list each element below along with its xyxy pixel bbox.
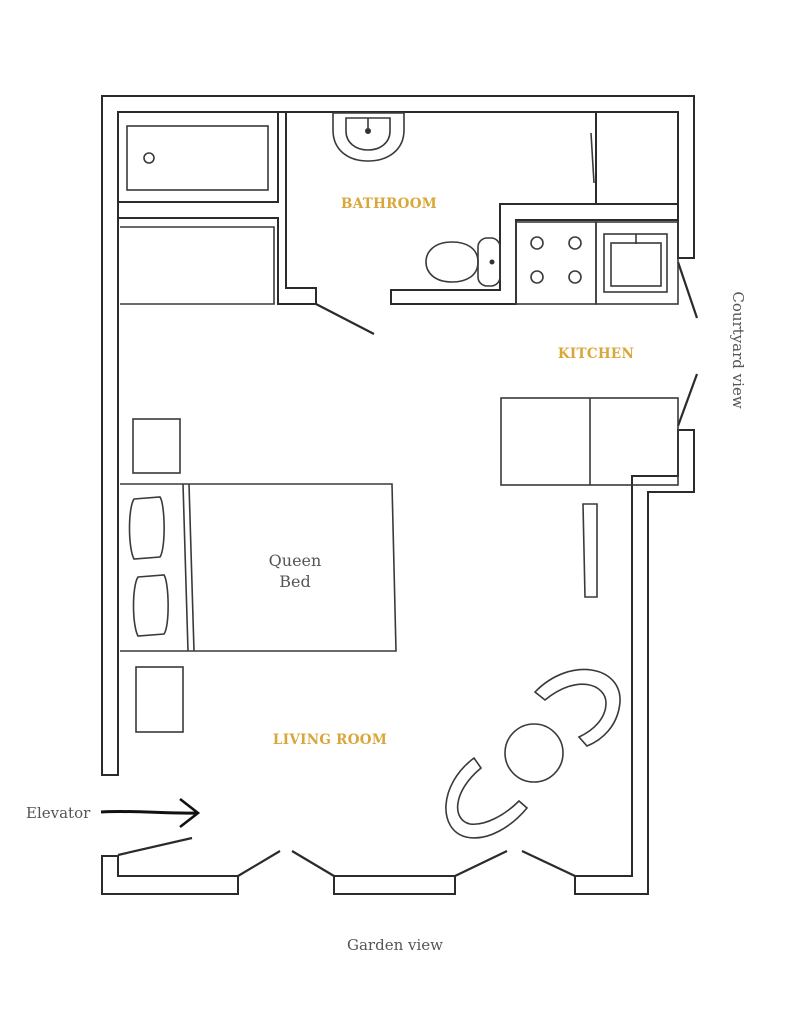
elevator-arrow bbox=[100, 797, 201, 829]
outer-walls bbox=[101, 95, 695, 895]
bed-label-line1: Queen bbox=[269, 551, 322, 570]
bathtub bbox=[126, 125, 269, 191]
wardrobe bbox=[120, 226, 275, 305]
kitchen-label: KITCHEN bbox=[558, 346, 634, 362]
bed-label-line2: Bed bbox=[279, 572, 310, 591]
living-room-label: LIVING ROOM bbox=[273, 732, 387, 748]
nightstand-top bbox=[132, 418, 181, 474]
armchair-top bbox=[533, 668, 621, 747]
courtyard-view-label: Courtyard view bbox=[729, 291, 747, 408]
stove bbox=[515, 221, 597, 305]
armchair-bottom bbox=[445, 756, 529, 839]
kitchen-sink bbox=[595, 221, 679, 305]
bathroom-label: BATHROOM bbox=[341, 196, 437, 212]
round-table bbox=[504, 723, 564, 783]
bathroom-sink bbox=[332, 112, 405, 162]
queen-bed bbox=[120, 483, 397, 652]
toilet bbox=[425, 237, 501, 287]
elevator-label: Elevator bbox=[26, 804, 91, 822]
kitchen-counter bbox=[500, 397, 679, 486]
wall-shelf bbox=[582, 503, 598, 598]
doors bbox=[117, 132, 699, 877]
garden-view-label: Garden view bbox=[347, 936, 443, 954]
nightstand-bottom bbox=[135, 666, 184, 733]
